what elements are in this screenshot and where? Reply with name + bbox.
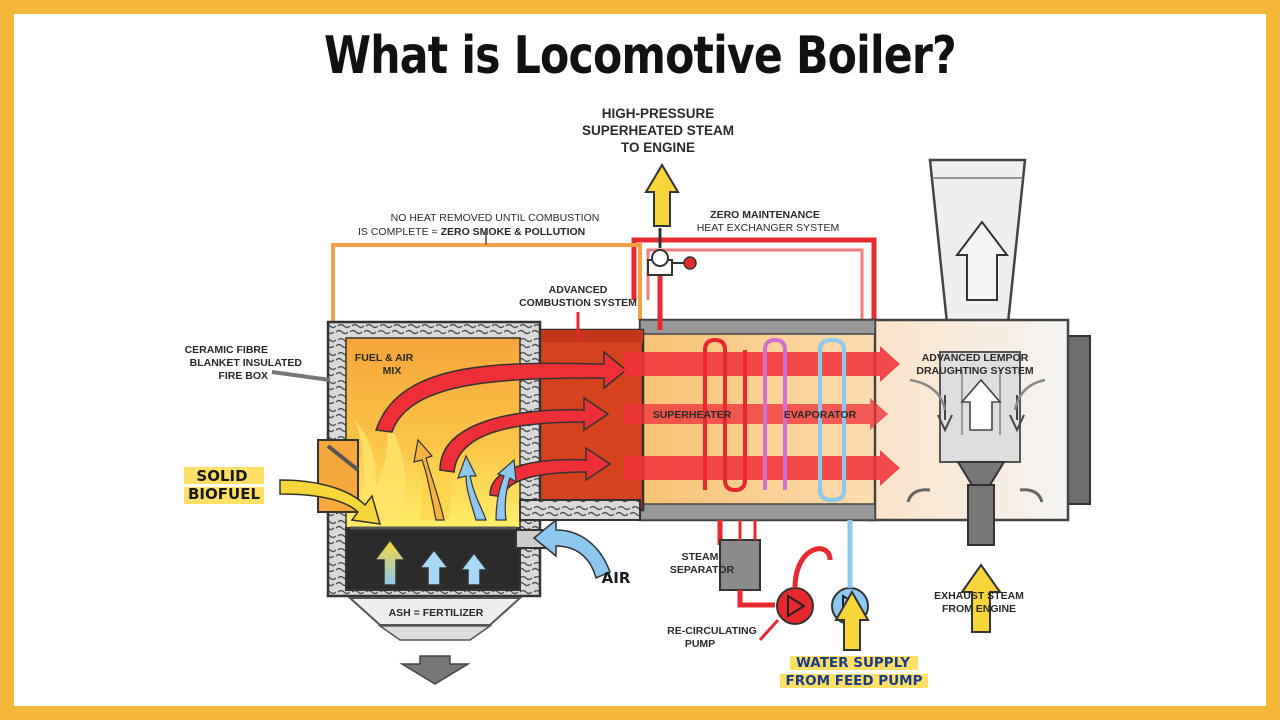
ceramic-label-3: FIRE BOX <box>218 370 268 382</box>
air-inlet-arrow <box>532 518 611 580</box>
no-heat-label-2: IS COMPLETE = ZERO SMOKE & POLLUTION <box>358 226 585 238</box>
evaporator-label: EVAPORATOR <box>784 409 857 421</box>
no-heat-label-2a: IS COMPLETE = <box>358 226 441 238</box>
grate-air-arrows <box>373 538 489 586</box>
water-supply-label-1: WATER SUPPLY <box>796 655 910 671</box>
evaporator-coils <box>818 337 846 503</box>
exhaust-label-2: FROM ENGINE <box>942 603 1016 615</box>
recirculating-pump <box>758 546 833 642</box>
fuel-air-label-2: MIX <box>383 365 402 377</box>
steam-separator <box>717 520 775 608</box>
ceramic-label-2: BLANKET INSULATED <box>190 357 303 369</box>
exhaust-steam-arrow <box>960 563 1002 633</box>
ceramic-label-1: CERAMIC FIBRE <box>185 344 268 356</box>
solid-biofuel-label-2: BIOFUEL <box>188 485 260 503</box>
solid-biofuel-label-1: SOLID <box>196 467 247 485</box>
exhaust-label-1: EXHAUST STEAM <box>934 590 1024 602</box>
ceramic-pointer <box>271 370 331 382</box>
steam-outlet-pipe <box>644 163 697 330</box>
no-heat-label-2b: ZERO SMOKE & POLLUTION <box>441 226 586 238</box>
ash-hopper <box>347 597 523 685</box>
no-heat-label-1: NO HEAT REMOVED UNTIL COMBUSTION <box>391 212 600 224</box>
recirc-pump-label-1: RE-CIRCULATING <box>667 625 757 637</box>
ash-label: ASH = FERTILIZER <box>389 607 484 619</box>
chimney <box>928 158 1027 354</box>
steam-outlet-label-1: HIGH-PRESSURE <box>602 106 715 121</box>
steam-outlet-label-3: TO ENGINE <box>621 140 695 155</box>
superheater-label: SUPERHEATER <box>653 409 732 421</box>
zero-maintenance-label-1: ZERO MAINTENANCE <box>710 209 820 221</box>
lempor-label-1: ADVANCED LEMPOR <box>922 352 1029 364</box>
recirc-pump-label-2: PUMP <box>685 638 715 650</box>
combustion-label-1: ADVANCED <box>549 284 608 296</box>
solid-biofuel-arrow <box>279 479 382 525</box>
air-label: AIR <box>602 569 631 587</box>
heat-exchanger-loop <box>631 237 877 320</box>
steam-outlet-label-2: SUPERHEATED STEAM <box>582 123 734 138</box>
smokebox <box>868 318 1091 546</box>
feed-pump <box>831 520 870 651</box>
separator-label-2: SEPARATOR <box>670 564 735 576</box>
superheater-coils <box>703 337 787 493</box>
separator-label-1: STEAM <box>682 551 719 563</box>
zero-maintenance-label-2: HEAT EXCHANGER SYSTEM <box>697 222 840 234</box>
combustion-label-2: COMBUSTION SYSTEM <box>519 297 637 309</box>
page-title: What is Locomotive Boiler? <box>324 26 957 86</box>
lempor-label-2: DRAUGHTING SYSTEM <box>916 365 1034 377</box>
water-supply-label-2: FROM FEED PUMP <box>786 673 923 689</box>
fuel-air-label-1: FUEL & AIR <box>355 352 414 364</box>
